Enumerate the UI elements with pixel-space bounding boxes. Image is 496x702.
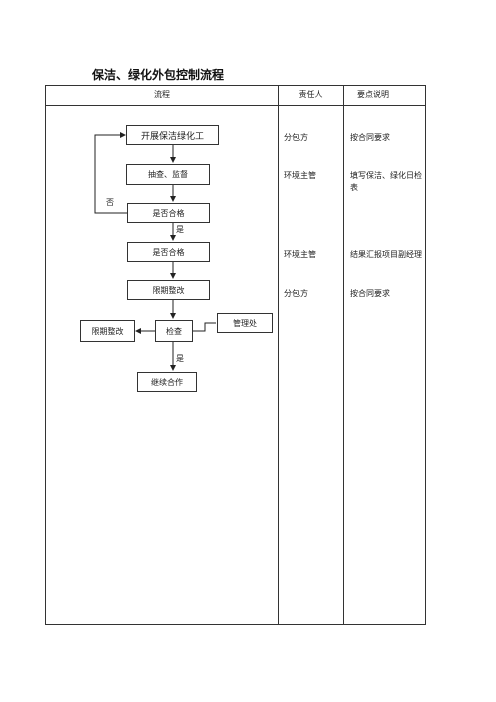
flow-node-check: 检查 bbox=[155, 320, 193, 342]
responsible-row-3: 环境主管 bbox=[284, 250, 316, 259]
note-row-2: 填写保洁、绿化日检表 bbox=[350, 171, 422, 192]
responsible-row-1: 分包方 bbox=[284, 133, 308, 142]
note-row-4: 按合同要求 bbox=[350, 289, 390, 298]
column-divider-1 bbox=[278, 86, 279, 624]
responsible-row-2: 环境主管 bbox=[284, 171, 316, 180]
note-row-3: 结果汇报项目副经理 bbox=[350, 250, 422, 259]
flow-node-qualified-1: 是否合格 bbox=[127, 203, 210, 223]
label-yes-2: 是 bbox=[176, 354, 184, 363]
label-no: 否 bbox=[106, 198, 114, 207]
line-check-to-management bbox=[193, 322, 216, 332]
responsible-row-4: 分包方 bbox=[284, 289, 308, 298]
flow-node-continue: 继续合作 bbox=[137, 372, 197, 392]
flow-node-start: 开展保洁绿化工 bbox=[126, 125, 219, 145]
flow-table: 流程 责任人 要点说明 分包方 环境主管 环境主管 分包方 按合同要求 填写保洁… bbox=[45, 85, 426, 625]
flow-node-management: 管理处 bbox=[217, 313, 273, 333]
label-yes-1: 是 bbox=[176, 225, 184, 234]
column-divider-2 bbox=[343, 86, 344, 624]
note-row-1: 按合同要求 bbox=[350, 133, 390, 142]
flow-node-rectify-left: 限期整改 bbox=[80, 320, 135, 342]
header-notes: 要点说明 bbox=[357, 90, 389, 99]
page-title: 保洁、绿化外包控制流程 bbox=[92, 68, 225, 82]
header-flow: 流程 bbox=[154, 90, 170, 99]
flow-node-inspect: 抽查、监督 bbox=[126, 164, 210, 185]
header-divider bbox=[46, 105, 425, 106]
loop-no-back-to-start bbox=[94, 132, 127, 214]
header-responsible: 责任人 bbox=[298, 90, 323, 99]
flow-node-qualified-2: 是否合格 bbox=[127, 242, 210, 262]
flow-node-rectify: 限期整改 bbox=[127, 280, 210, 300]
